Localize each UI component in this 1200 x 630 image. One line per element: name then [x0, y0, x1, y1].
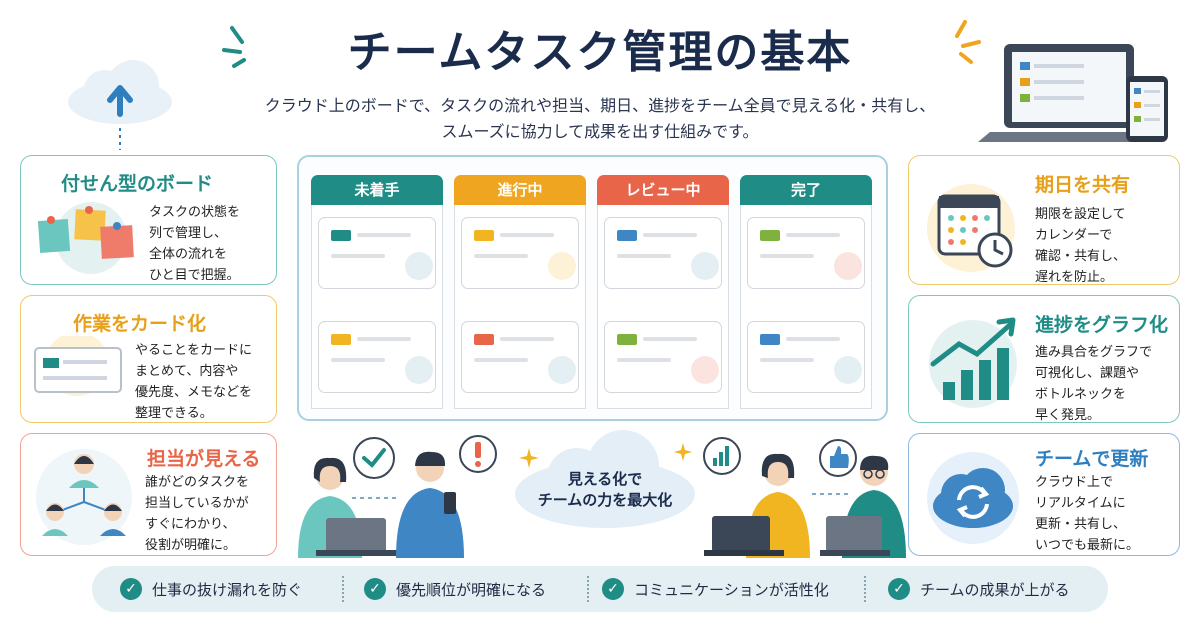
- avatar: [405, 252, 433, 280]
- benefit-item: ✓ チームの成果が上がる: [888, 566, 1070, 612]
- card-title: 期日を共有: [1035, 174, 1131, 196]
- card-description: タスクの状態を列で管理し、全体の流れをひと目で把握。: [149, 205, 241, 283]
- team-collaboration-left-illustration: [298, 435, 497, 558]
- card-sticky-board: 付せん型のボード タスクの状態を列で管理し、全体の流れをひと目で把握。: [20, 155, 277, 285]
- card-title: 作業をカード化: [73, 313, 207, 335]
- card-description: 誰がどのタスクを担当しているかがすぐにわかり、役割が明確に。: [145, 475, 250, 553]
- team-people-icon: [36, 449, 132, 545]
- kanban-board: 未着手 進行中 レビュー中: [297, 155, 888, 421]
- column-header: 完了: [740, 175, 872, 205]
- avatar: [834, 356, 862, 384]
- cloud-sync-icon: [927, 452, 1019, 544]
- card-progress-graph: 進捗をグラフ化 進み具合をグラフで可視化し、課題やボトルネックを早く発見。: [908, 295, 1180, 423]
- column-header: レビュー中: [597, 175, 729, 205]
- card-description: 期限を設定してカレンダーで確認・共有し、遅れを防止。: [1035, 207, 1127, 285]
- calendar-clock-icon: [927, 184, 1015, 272]
- kanban-column-todo: 未着手: [311, 175, 443, 409]
- card-title: 付せん型のボード: [61, 173, 214, 195]
- card-title: チームで更新: [1035, 448, 1149, 470]
- card-description: クラウド上でリアルタイムに更新・共有し、いつでも最新に。: [1035, 475, 1140, 553]
- center-cloud-icon: [515, 430, 695, 528]
- task-card[interactable]: [461, 321, 579, 393]
- benefit-item: ✓ 優先順位が明確になる: [364, 566, 546, 612]
- avatar: [691, 356, 719, 384]
- page-subtitle-line2: スムーズに協力して成果を出す仕組みです。: [441, 122, 759, 141]
- task-card[interactable]: [747, 217, 865, 289]
- task-card-icon: [34, 336, 122, 396]
- benefit-item: ✓ 仕事の抜け漏れを防ぐ: [120, 566, 302, 612]
- cloud-upload-icon: [68, 60, 172, 150]
- kanban-column-review: レビュー中: [597, 175, 729, 409]
- sparkle-left-icon: [222, 26, 246, 68]
- team-collaboration-right-illustration: [703, 437, 906, 558]
- task-card[interactable]: [461, 217, 579, 289]
- sparkle-right-icon: [955, 20, 981, 64]
- task-card[interactable]: [604, 217, 722, 289]
- avatar: [691, 252, 719, 280]
- card-description: 進み具合をグラフで可視化し、課題やボトルネックを早く発見。: [1035, 345, 1153, 423]
- card-task-cards: 作業をカード化 やることをカードにまとめて、内容や優先度、メモなどを整理できる。: [20, 295, 277, 423]
- sticky-notes-icon: [37, 202, 134, 274]
- card-title: 担当が見える: [147, 448, 261, 470]
- avatar: [548, 356, 576, 384]
- avatar: [405, 356, 433, 384]
- check-circle-icon: ✓: [364, 578, 386, 600]
- card-due-dates: 期日を共有 期限を設定してカレンダーで確認・共有し、遅れを防止。: [908, 155, 1180, 285]
- check-circle-icon: ✓: [120, 578, 142, 600]
- rising-chart-icon: [929, 317, 1017, 408]
- task-card[interactable]: [604, 321, 722, 393]
- column-header: 未着手: [311, 175, 443, 205]
- card-team-update: チームで更新 クラウド上でリアルタイムに更新・共有し、いつでも最新に。: [908, 433, 1180, 556]
- card-assignees: 担当が見える 誰がどのタスクを担当しているかがすぐにわかり、役割が明確に。: [20, 433, 277, 556]
- avatar: [834, 252, 862, 280]
- avatar: [548, 252, 576, 280]
- column-header: 進行中: [454, 175, 586, 205]
- card-title: 進捗をグラフ化: [1035, 314, 1169, 336]
- check-circle-icon: ✓: [888, 578, 910, 600]
- benefits-bar: ✓ 仕事の抜け漏れを防ぐ ✓ 優先順位が明確になる ✓ コミュニケーションが活性…: [92, 566, 1108, 612]
- kanban-column-done: 完了: [740, 175, 872, 409]
- task-card[interactable]: [318, 321, 436, 393]
- laptop-phone-icon: [978, 44, 1168, 142]
- kanban-column-in-progress: 進行中: [454, 175, 586, 409]
- page-subtitle-line1: クラウド上のボードで、タスクの流れや担当、期日、進捗をチーム全員で見える化・共有…: [264, 96, 936, 115]
- center-cloud-text: 見える化で チームの力を最大化: [537, 470, 673, 509]
- card-description: やることをカードにまとめて、内容や優先度、メモなどを整理できる。: [135, 343, 253, 421]
- page-title: チームタスク管理の基本: [347, 27, 853, 78]
- check-circle-icon: ✓: [602, 578, 624, 600]
- task-card[interactable]: [747, 321, 865, 393]
- task-card[interactable]: [318, 217, 436, 289]
- benefit-item: ✓ コミュニケーションが活性化: [602, 566, 829, 612]
